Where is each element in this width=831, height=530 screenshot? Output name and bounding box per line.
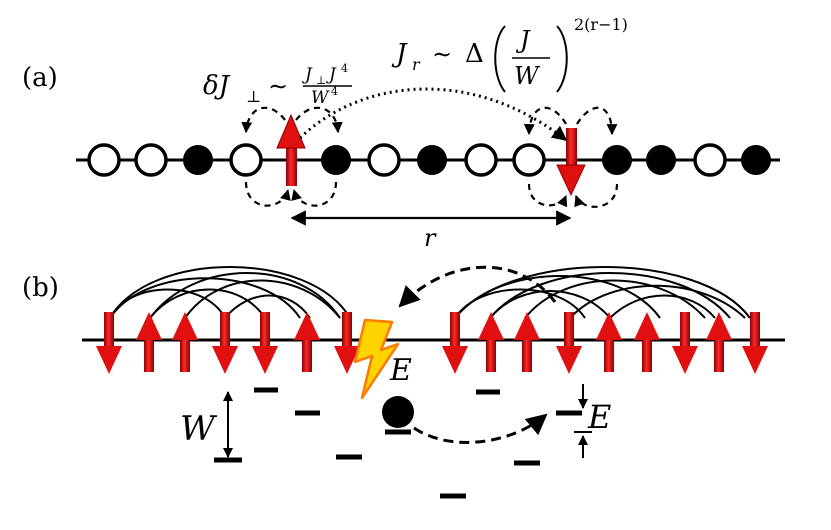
spin-down xyxy=(672,312,698,374)
frac-den-exp: 4 xyxy=(331,85,338,98)
exponent: 2(r−1) xyxy=(574,15,628,34)
spin-row xyxy=(96,312,768,374)
frac-w: W xyxy=(514,62,541,90)
frac-num-exp: 4 xyxy=(341,62,348,75)
spin-up xyxy=(634,312,660,372)
spin-up xyxy=(706,312,732,372)
spin-up-arrow-a xyxy=(276,113,306,186)
delta-symbol: Δ xyxy=(465,39,484,69)
site-empty xyxy=(464,143,498,177)
spin-down xyxy=(212,312,238,374)
sim-symbol-2: ∼ xyxy=(432,40,452,68)
coupling-arcs-left xyxy=(109,266,351,319)
site-filled xyxy=(417,145,447,175)
coupling-arcs-right xyxy=(454,266,751,319)
sim-symbol: ∼ xyxy=(268,72,288,100)
spin-up xyxy=(596,312,622,372)
distance-label: r xyxy=(424,224,437,252)
spin-up xyxy=(172,312,198,372)
panel-a: (a) xyxy=(22,15,780,252)
frac-num-j: J xyxy=(302,65,313,85)
frac-num-perp: ⊥ xyxy=(316,74,326,87)
spin-up xyxy=(136,312,162,372)
frac-j: J xyxy=(515,26,531,54)
lattice-sites xyxy=(87,143,771,177)
energy-label: E xyxy=(389,353,412,388)
long-range-coupling-label: J r ∼ Δ J W 2(r−1) xyxy=(391,15,628,93)
energy-levels xyxy=(214,387,582,499)
site-empty xyxy=(367,143,401,177)
site-filled xyxy=(321,145,351,175)
site-empty xyxy=(134,143,168,177)
local-coupling-label: δJ ⊥ ∼ J ⊥ J 4 W 4 xyxy=(203,62,352,108)
perp-subscript: ⊥ xyxy=(246,87,261,106)
site-empty xyxy=(512,143,546,177)
spin-down xyxy=(556,312,582,374)
left-paren xyxy=(494,25,506,93)
panel-b: (b) xyxy=(22,265,785,499)
site-filled xyxy=(646,145,676,175)
site-filled xyxy=(741,145,771,175)
right-paren xyxy=(556,25,568,93)
frac-num-j2: J xyxy=(326,65,337,85)
spin-down xyxy=(334,312,360,374)
particle-hop-arrow xyxy=(413,413,548,444)
hopping-arrows-left xyxy=(241,106,343,207)
cluster-transfer-arrow xyxy=(398,265,557,308)
site-empty xyxy=(87,143,121,177)
spin-up xyxy=(514,312,540,372)
spin-down xyxy=(742,312,768,374)
spin-down xyxy=(96,312,122,374)
energy-gap-label: E xyxy=(587,398,611,436)
panel-b-label: (b) xyxy=(22,273,59,303)
jr-symbol: J xyxy=(391,39,408,69)
hopping-arrows-right xyxy=(523,106,619,208)
spin-down xyxy=(252,312,278,374)
spin-down-arrow-a xyxy=(556,128,586,197)
site-filled xyxy=(183,145,213,175)
energy-gap-indicator: E xyxy=(574,384,611,458)
particle xyxy=(382,396,414,428)
spin-up xyxy=(478,312,504,372)
long-range-coupling-arc xyxy=(298,87,568,142)
site-empty xyxy=(693,143,727,177)
jr-subscript: r xyxy=(412,55,421,74)
panel-a-label: (a) xyxy=(22,63,58,93)
spin-down xyxy=(442,312,468,374)
site-empty xyxy=(229,143,263,177)
spin-up xyxy=(294,312,320,372)
site-filled xyxy=(602,145,632,175)
frac-den-w: W xyxy=(311,88,330,108)
disorder-label: W xyxy=(180,409,218,449)
lightning-bolt-icon xyxy=(353,318,400,400)
delta-j-symbol: δJ xyxy=(203,71,231,101)
